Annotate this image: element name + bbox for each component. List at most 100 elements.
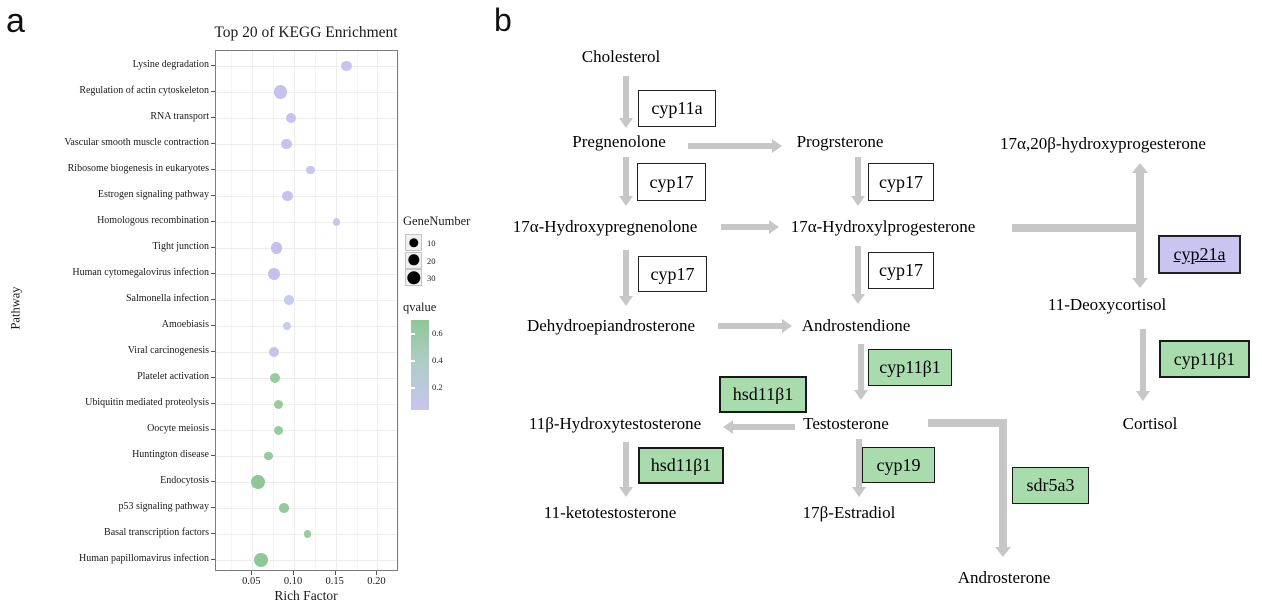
gridline-row (216, 560, 397, 561)
gridline-row (216, 144, 397, 145)
pathway-dot (274, 425, 284, 435)
enzyme-box-cyp21a: cyp21a (1158, 235, 1241, 274)
gene-number-legend-title: GeneNumber (403, 214, 471, 228)
flow-arrow-head (853, 390, 868, 400)
flow-arrow-shaft (858, 344, 864, 390)
pathway-dot (285, 113, 296, 123)
gridline-row (216, 196, 397, 197)
gene-number-key-dot (406, 270, 421, 285)
compound-11-ketotestosterone: 11-ketotestosterone (543, 503, 677, 522)
compound-11-deoxycortisol: 11-Deoxycortisol (1047, 295, 1167, 314)
gridline-row (216, 352, 397, 353)
flow-arrow-shaft (856, 439, 862, 487)
flow-arrow-shaft (855, 246, 861, 294)
pathway-label: Estrogen signaling pathway (97, 189, 209, 200)
pathway-label: Vascular smooth muscle contraction (64, 137, 209, 148)
gridline-major (294, 51, 295, 570)
flow-arrow-shaft (1136, 224, 1144, 278)
gridline-row (216, 118, 397, 119)
enzyme-box-cyp17: cyp17 (868, 252, 934, 289)
gridline-row (216, 248, 397, 249)
gridline-major (377, 51, 379, 570)
x-tick-label: 0.15 (325, 576, 344, 587)
gridline-row (216, 482, 397, 483)
compound-progrsterone: Progrsterone (796, 132, 884, 151)
flow-arrow-shaft (721, 224, 769, 230)
y-tick (211, 299, 215, 300)
panel-b-label: b (494, 2, 512, 38)
qvalue-tick-mark (411, 360, 415, 362)
flow-arrow-shaft (1012, 224, 1144, 232)
pathway-label: Ubiquitin mediated proteolysis (85, 397, 209, 408)
enzyme-box-cyp17: cyp17 (638, 256, 707, 292)
pathway-dot (273, 85, 288, 99)
gridline-row (216, 326, 397, 327)
y-tick (211, 325, 215, 326)
pathway-label: Ribosome biogenesis in eukaryotes (67, 163, 209, 174)
y-tick (211, 169, 215, 170)
pathway-dot (250, 474, 266, 490)
flow-arrow-shaft (718, 323, 782, 329)
enzyme-box-cyp17: cyp17 (868, 163, 934, 201)
x-tick (251, 571, 253, 575)
compound-dehydroepiandrosterone: Dehydroepiandrosterone (526, 316, 696, 335)
y-tick (211, 247, 215, 248)
y-tick (211, 481, 215, 482)
x-tick-label: 0.10 (283, 576, 303, 587)
flow-arrow-head (618, 487, 633, 497)
pathway-label: Tight junction (152, 241, 209, 252)
gene-number-key-dot (407, 254, 420, 266)
gridline-minor (231, 51, 233, 570)
flow-arrow-head (723, 419, 733, 434)
y-tick (211, 91, 215, 92)
y-tick (211, 429, 215, 430)
pathway-label: Regulation of actin cytoskeleton (79, 85, 209, 96)
flow-arrow-shaft (928, 419, 1007, 427)
flow-arrow-shaft (1136, 173, 1144, 232)
gridline-row (216, 404, 397, 405)
y-tick (211, 507, 215, 508)
pathway-dot (279, 503, 289, 513)
y-tick (211, 143, 215, 144)
gridline-major (252, 51, 254, 570)
gridline-row (216, 378, 397, 379)
flow-arrow-head (851, 487, 866, 497)
gridline-row (216, 92, 397, 93)
flow-arrow-head (769, 219, 779, 234)
y-tick (211, 559, 215, 560)
flow-arrow-shaft (623, 442, 629, 487)
gridline-major (335, 51, 337, 570)
compound-testosterone: Testosterone (803, 414, 889, 433)
pathway-dot (303, 530, 311, 538)
gene-number-key-label: 10 (427, 238, 436, 248)
pathway-label: Human papillomavirus infection (79, 553, 209, 564)
gridline-minor (356, 51, 358, 570)
gene-number-key-dot (408, 237, 419, 248)
compound-17a-hydroxylprogesterone: 17α-Hydroxylprogesterone (790, 217, 976, 236)
pathway-label: Endocytosis (160, 475, 209, 486)
y-tick (211, 403, 215, 404)
gene-number-key (405, 269, 422, 286)
flow-arrow-head (772, 138, 782, 153)
pathway-dot (281, 138, 292, 150)
enzyme-box-cyp111: cyp11β1 (868, 349, 952, 386)
pathway-dot (263, 451, 273, 461)
flow-arrow-head (994, 547, 1011, 557)
pathway-label: Platelet activation (137, 371, 209, 382)
compound-androstendione: Androstendione (801, 316, 911, 335)
flow-arrow-head (1131, 163, 1148, 173)
pathway-dot (273, 399, 283, 409)
y-tick (211, 65, 215, 66)
kegg-plot-panel (215, 50, 400, 571)
flow-arrow-head (850, 294, 865, 304)
pathway-label: p53 signaling pathway (118, 501, 209, 512)
y-tick (211, 195, 215, 196)
pathway-dot (341, 60, 352, 72)
gridline-row (216, 456, 397, 457)
flow-arrow-head (618, 118, 633, 128)
flow-arrow-shaft (623, 76, 629, 118)
pathway-label: Lysine degradation (132, 59, 209, 70)
qvalue-tick-mark (411, 387, 415, 389)
enzyme-box-hsd111: hsd11β1 (638, 447, 724, 484)
